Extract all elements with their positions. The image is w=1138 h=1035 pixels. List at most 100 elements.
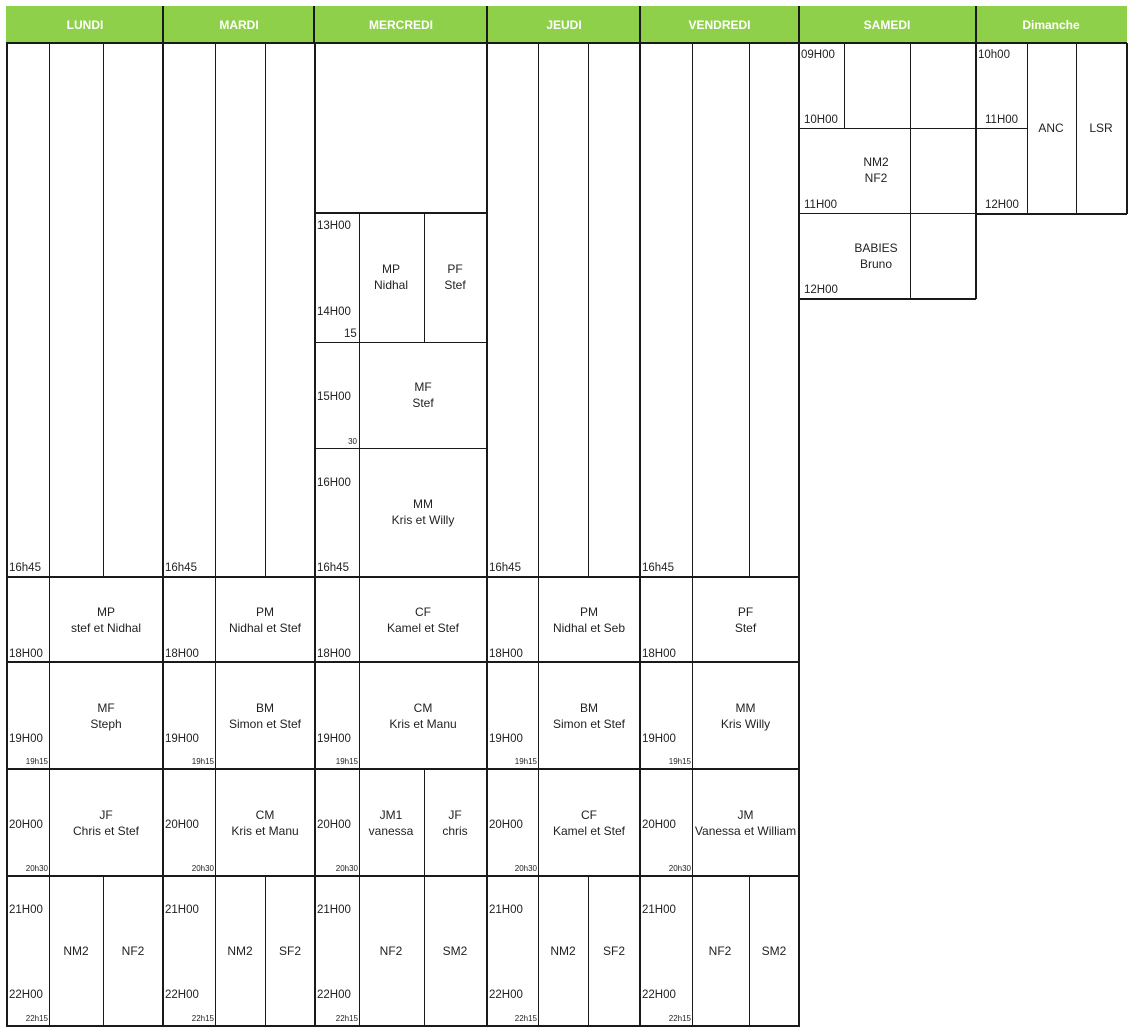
grid-line bbox=[748, 876, 750, 1026]
time-mark-2215: 22h15 bbox=[514, 1014, 537, 1023]
grid-line bbox=[975, 6, 977, 43]
time-label-1900: 19H00 bbox=[642, 733, 676, 745]
time-label-1800: 18H00 bbox=[317, 648, 351, 660]
grid-line bbox=[486, 6, 488, 43]
lesson-block: NF2 bbox=[708, 944, 732, 958]
time-label-2000: 20H00 bbox=[165, 819, 199, 831]
time-label-2100: 21H00 bbox=[317, 904, 351, 916]
time-label-1600: 16H00 bbox=[317, 477, 351, 489]
grid-line bbox=[423, 876, 425, 1026]
lesson-coaches: Stef bbox=[734, 621, 757, 635]
grid-line bbox=[7, 768, 799, 770]
lesson-group: CM bbox=[413, 701, 433, 715]
time-mark-2030: 20h30 bbox=[191, 864, 214, 873]
lesson-block: PM Nidhal et Seb bbox=[553, 604, 625, 636]
grid-line bbox=[7, 875, 799, 877]
grid-line bbox=[214, 43, 216, 577]
grid-line bbox=[315, 212, 487, 214]
grid-line bbox=[214, 577, 216, 1026]
lesson-block: SF2 bbox=[602, 944, 626, 958]
lesson-block: SF2 bbox=[278, 944, 302, 958]
lesson-block: ANC bbox=[1038, 121, 1064, 135]
time-label-1800: 18H00 bbox=[9, 648, 43, 660]
grid-line bbox=[358, 577, 360, 1026]
lesson-coaches: Simon et Stef bbox=[228, 717, 302, 731]
lesson-group: CM bbox=[255, 808, 275, 822]
lesson-group: JF bbox=[448, 808, 462, 822]
lesson-coaches: Stef bbox=[444, 278, 466, 292]
lesson-coaches: NF2 bbox=[864, 171, 888, 185]
grid-line bbox=[162, 6, 164, 43]
time-label-1900: 19H00 bbox=[9, 733, 43, 745]
lesson-coaches: Nidhal et Seb bbox=[552, 621, 626, 635]
time-label-1900: 19H00 bbox=[489, 733, 523, 745]
lesson-group: PM bbox=[579, 605, 598, 619]
day-header-5: SAMEDI bbox=[799, 8, 975, 41]
time-label-dim-1000: 10h00 bbox=[978, 49, 1010, 61]
time-label-1800: 18H00 bbox=[165, 648, 199, 660]
time-mark-1915: 19h15 bbox=[25, 757, 48, 766]
grid-line bbox=[314, 43, 316, 1027]
lesson-group: JM bbox=[737, 808, 754, 822]
time-label-2200: 22H00 bbox=[165, 989, 199, 1001]
time-label-2200: 22H00 bbox=[9, 989, 43, 1001]
lesson-group: BABIES bbox=[854, 241, 898, 255]
time-mark-2030: 20h30 bbox=[335, 864, 358, 873]
time-label-2200: 22H00 bbox=[317, 989, 351, 1001]
time-label-2200: 22H00 bbox=[489, 989, 523, 1001]
grid-line bbox=[976, 213, 1127, 215]
day-header-4: VENDREDI bbox=[641, 8, 798, 41]
lesson-group: JM1 bbox=[379, 808, 403, 822]
grid-line bbox=[315, 341, 487, 343]
grid-line bbox=[7, 1025, 799, 1027]
time-label-2200: 22H00 bbox=[642, 989, 676, 1001]
time-label-1645: 16h45 bbox=[317, 562, 349, 574]
lesson-block: NF2 bbox=[121, 944, 145, 958]
lesson-block: MF Steph bbox=[90, 700, 121, 732]
grid-line bbox=[587, 876, 589, 1026]
grid-line bbox=[587, 43, 589, 577]
lesson-group: MM bbox=[735, 701, 756, 715]
lesson-coaches: Kris Willy bbox=[720, 717, 771, 731]
time-mark-15: 15 bbox=[344, 328, 357, 340]
lesson-block: NF2 bbox=[379, 944, 403, 958]
grid-line bbox=[358, 213, 360, 577]
grid-line bbox=[909, 43, 911, 299]
grid-line bbox=[264, 43, 266, 577]
grid-line bbox=[6, 42, 1127, 44]
grid-line bbox=[1075, 43, 1077, 214]
time-mark-2215: 22h15 bbox=[25, 1014, 48, 1023]
grid-line bbox=[102, 43, 104, 577]
time-mark-1915: 19h15 bbox=[668, 757, 691, 766]
time-mark-1915: 19h15 bbox=[335, 757, 358, 766]
time-label-1645: 16h45 bbox=[165, 562, 197, 574]
grid-line bbox=[1126, 43, 1128, 214]
time-mark-1915: 19h15 bbox=[191, 757, 214, 766]
time-mark-2030: 20h30 bbox=[514, 864, 537, 873]
lesson-group: JF bbox=[99, 808, 113, 822]
grid-line bbox=[975, 43, 977, 299]
lesson-coaches: vanessa bbox=[368, 824, 414, 838]
time-mark-2030: 20h30 bbox=[25, 864, 48, 873]
time-label-2100: 21H00 bbox=[489, 904, 523, 916]
grid-line bbox=[537, 577, 539, 1026]
lesson-coaches: Steph bbox=[90, 717, 122, 731]
lesson-coaches: Nidhal et Stef bbox=[228, 621, 302, 635]
lesson-coaches: Nidhal bbox=[373, 278, 409, 292]
lesson-block: SM2 bbox=[761, 944, 787, 958]
lesson-group: MP bbox=[382, 262, 400, 276]
lesson-coaches: Stef bbox=[412, 396, 434, 410]
lesson-group: MM bbox=[412, 497, 433, 511]
grid-line bbox=[691, 577, 693, 1026]
lesson-group: MF bbox=[97, 701, 115, 715]
lesson-block: NM2 bbox=[227, 944, 253, 958]
grid-line bbox=[798, 43, 800, 1027]
lesson-block: SM2 bbox=[442, 944, 468, 958]
